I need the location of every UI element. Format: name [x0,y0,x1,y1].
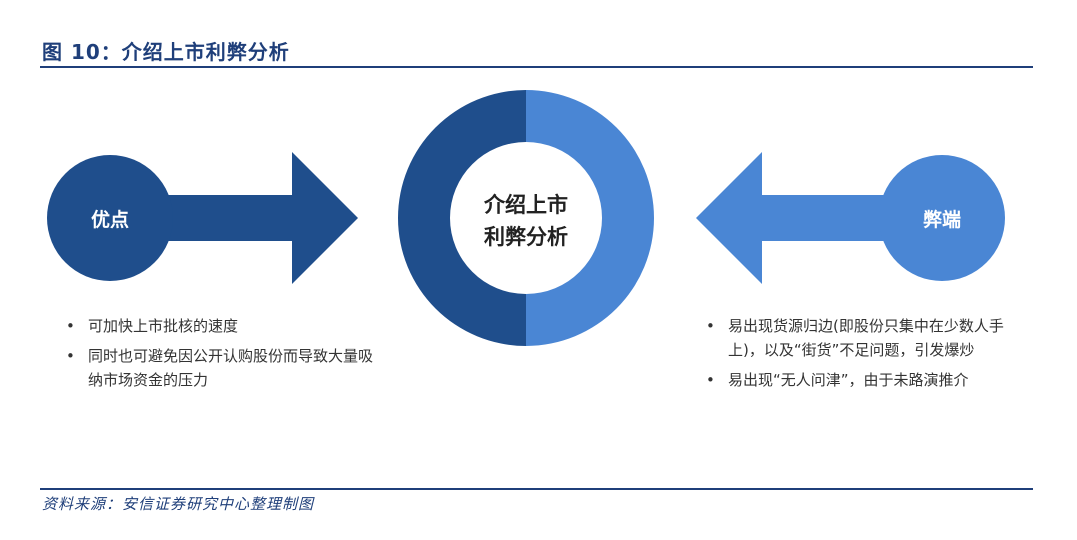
bullet-icon: • [66,317,75,335]
cons-item-text: 易出现货源归边(即股份只集中在少数人手上)，以及“街货”不足问题，引发爆炒 [728,317,1004,359]
bullet-icon: • [706,371,715,389]
center-ring: 介绍上市 利弊分析 [398,90,654,346]
pros-arrow: 优点 [47,152,358,284]
list-item: • 易出现“无人问津”，由于未路演推介 [706,368,1026,392]
list-item: • 同时也可避免因公开认购股份而导致大量吸纳市场资金的压力 [66,344,386,392]
bullet-icon: • [706,317,715,335]
cons-circle [879,155,1005,281]
pros-label: 优点 [91,208,129,231]
cons-list: • 易出现货源归边(即股份只集中在少数人手上)，以及“街货”不足问题，引发爆炒 •… [706,314,1026,398]
pros-item-text: 同时也可避免因公开认购股份而导致大量吸纳市场资金的压力 [88,347,374,389]
figure-title: 图 10：介绍上市利弊分析 [42,40,290,64]
figure-source: 资料来源：安信证券研究中心整理制图 [42,495,315,513]
center-label-line2: 利弊分析 [484,225,568,249]
ring-left-half [398,90,526,346]
cons-arrow: 弊端 [696,152,1005,284]
pros-circle [47,155,173,281]
cons-label: 弊端 [923,208,961,231]
cons-item-text: 易出现“无人问津”，由于未路演推介 [728,371,969,389]
pros-list: • 可加快上市批核的速度 • 同时也可避免因公开认购股份而导致大量吸纳市场资金的压力 [66,314,386,398]
cons-arrow-shape [696,152,942,284]
pros-arrow-shape [110,152,358,284]
list-item: • 可加快上市批核的速度 [66,314,386,338]
bottom-rule [40,488,1033,490]
list-item: • 易出现货源归边(即股份只集中在少数人手上)，以及“街货”不足问题，引发爆炒 [706,314,1026,362]
bullet-icon: • [66,347,75,365]
top-rule [40,66,1033,68]
center-label-line1: 介绍上市 [483,193,568,217]
ring-right-half [526,90,654,346]
pros-item-text: 可加快上市批核的速度 [88,317,239,335]
